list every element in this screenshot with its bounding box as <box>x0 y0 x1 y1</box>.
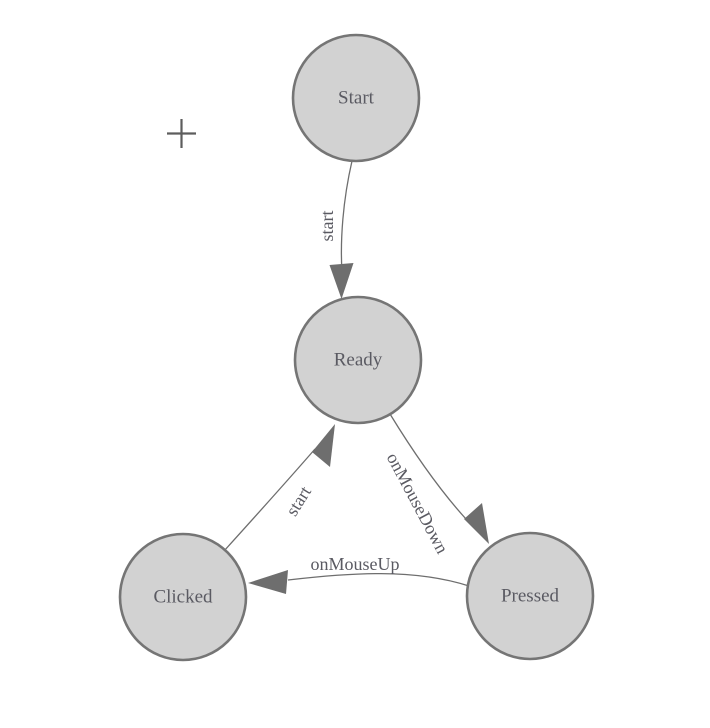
edge-label-text: start <box>317 211 337 242</box>
node-ready[interactable]: Ready <box>293 295 423 425</box>
arrow-head-icon <box>464 503 489 544</box>
edge-label-text: onMouseDown <box>383 449 453 556</box>
edge-label-text: start <box>282 483 315 520</box>
node-shape[interactable] <box>291 33 421 163</box>
edge-label-start-to-ready: start <box>317 211 337 242</box>
node-label-text: Start <box>338 87 375 108</box>
node-clicked[interactable]: Clicked <box>118 532 248 662</box>
edge-line <box>287 572 470 587</box>
edge-label-pressed-to-clicked: onMouseUp <box>311 554 400 574</box>
edge-start-to-ready[interactable] <box>329 160 354 299</box>
node-pressed[interactable]: Pressed <box>465 531 595 661</box>
arrow-head-icon <box>248 570 288 594</box>
edge-line <box>389 413 467 520</box>
node-shape[interactable] <box>465 531 595 661</box>
node-label-text: Pressed <box>501 585 560 606</box>
node-shape[interactable] <box>293 295 423 425</box>
edge-pressed-to-clicked[interactable] <box>248 570 470 594</box>
node-start[interactable]: Start <box>291 33 421 163</box>
node-label-text: Clicked <box>153 586 213 607</box>
edge-line <box>223 448 316 552</box>
edge-label-clicked-to-ready: start <box>282 483 315 520</box>
arrow-head-icon <box>312 424 335 467</box>
arrow-head-icon <box>329 263 354 299</box>
edge-label-ready-to-pressed: onMouseDown <box>383 449 453 556</box>
plus-marker-icon <box>167 119 196 148</box>
node-label-text: Ready <box>334 349 383 370</box>
edge-ready-to-pressed[interactable] <box>389 413 489 544</box>
node-shape[interactable] <box>118 532 248 662</box>
edge-clicked-to-ready[interactable] <box>223 424 335 552</box>
edge-label-text: onMouseUp <box>311 554 400 574</box>
edge-line <box>340 160 353 273</box>
